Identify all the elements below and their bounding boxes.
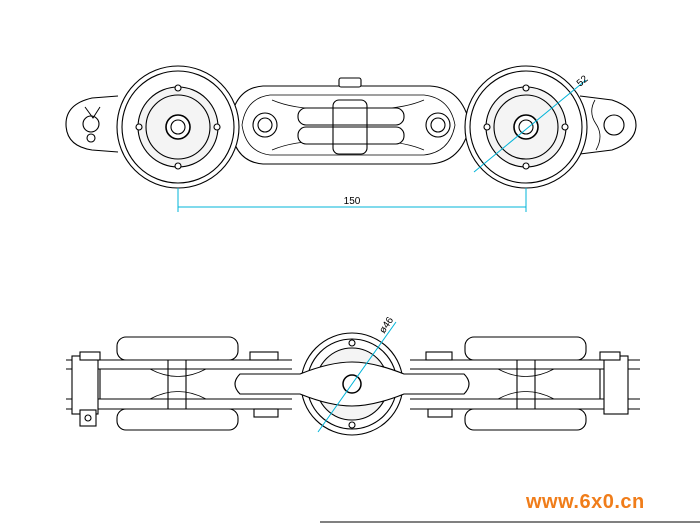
lug-hole <box>82 115 100 133</box>
right-wheel-bolt <box>483 123 491 131</box>
watermark: www.6x0.cn <box>526 491 645 513</box>
dimension-label-150: 150 <box>344 196 361 207</box>
right-spacer <box>425 351 453 361</box>
right-spacer <box>427 408 453 418</box>
left-wheel-bolt <box>135 123 143 131</box>
right-lug-hole <box>603 114 625 136</box>
diameter-line-52 <box>473 79 587 173</box>
right-end-lug <box>579 95 637 155</box>
right-wheel-hub-inner <box>493 94 559 160</box>
left-end-block <box>71 355 99 415</box>
left-wheel-hub-inner <box>145 94 211 160</box>
link-plate-inner <box>241 94 456 156</box>
right-bushing <box>425 112 451 138</box>
front-view <box>66 332 640 436</box>
left-wheel-bolt <box>174 84 182 92</box>
right-bottom-wheel <box>464 408 587 431</box>
right-wheel-rim <box>469 70 583 184</box>
right-bushing-inner <box>430 117 446 133</box>
top-dimensions <box>177 79 587 212</box>
left-wheel-axle <box>165 114 191 140</box>
left-bushing-inner <box>257 117 273 133</box>
lug-small-hole <box>86 133 96 143</box>
right-wheel-bolt <box>522 162 530 170</box>
right-wheel-web <box>497 368 555 400</box>
right-wheel-axle <box>513 114 539 140</box>
left-end-tab <box>79 409 97 427</box>
left-wheel-rim <box>121 70 235 184</box>
left-bottom-wheel <box>116 408 239 431</box>
left-spacer <box>79 351 101 361</box>
left-top-wheel <box>116 336 239 361</box>
left-wheel-bolt <box>213 123 221 131</box>
center-wheel-bolt <box>348 421 356 429</box>
center-block <box>332 99 368 155</box>
left-end-tab-hole <box>84 414 92 422</box>
break-line <box>591 99 601 151</box>
left-wheel-web <box>149 368 207 400</box>
left-spacer <box>249 351 279 361</box>
right-wheel-axle-inner <box>518 119 534 135</box>
slot-bottom <box>297 126 405 145</box>
left-wheel-bolt <box>174 162 182 170</box>
right-wheel-bolt <box>561 123 569 131</box>
right-top-wheel <box>464 336 587 361</box>
left-spacer <box>253 408 279 418</box>
left-bushing <box>252 112 278 138</box>
right-wheel-bolt <box>522 84 530 92</box>
right-spacer <box>599 351 621 361</box>
slot-top <box>297 107 405 126</box>
center-pin-cap <box>338 77 362 88</box>
diameter-line-46 <box>317 321 397 433</box>
left-wheel-axle-inner <box>170 119 186 135</box>
lug-slot-icon <box>84 106 101 119</box>
right-end-block <box>603 355 629 415</box>
center-wheel-bolt <box>348 339 356 347</box>
front-dimensions <box>317 321 397 433</box>
top-view <box>65 65 637 189</box>
left-end-lug <box>65 95 119 153</box>
